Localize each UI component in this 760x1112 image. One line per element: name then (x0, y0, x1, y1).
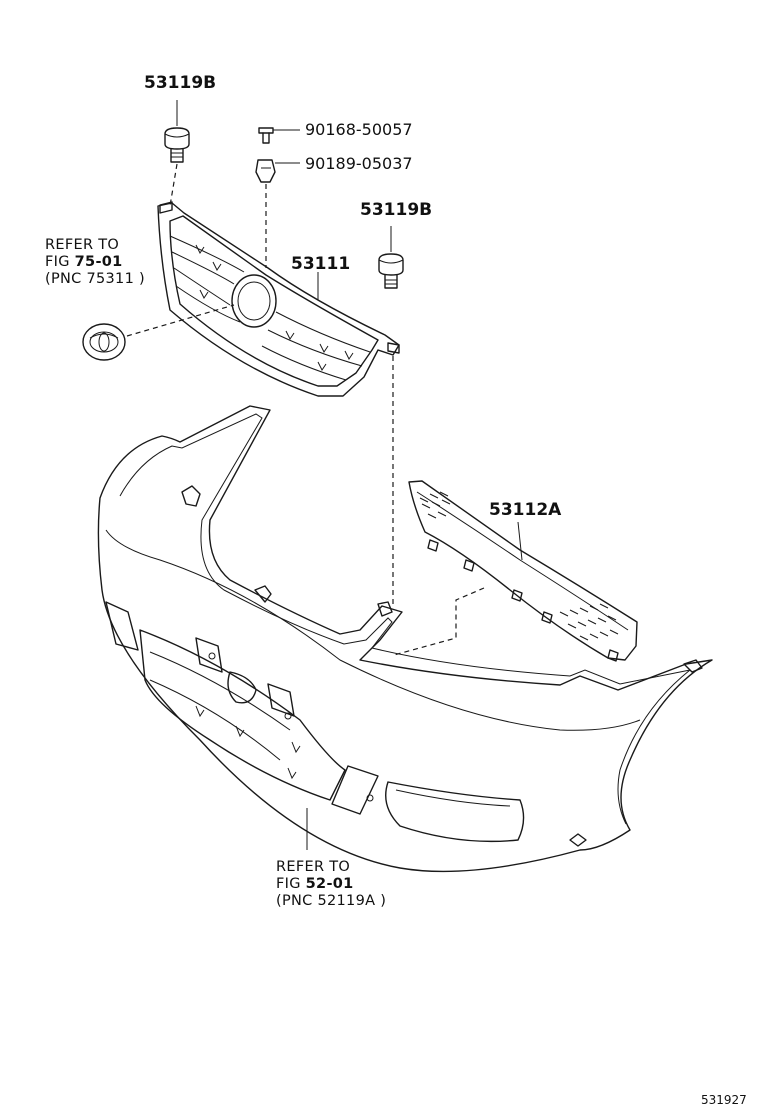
diagram-code: 531927 (701, 1093, 747, 1107)
ref-bumper-pnc: (PNC 52119A ) (276, 893, 387, 909)
ref-emblem-fig-number[interactable]: 75-01 (74, 254, 123, 270)
front-bumper-cover[interactable] (97, 405, 713, 873)
clip-53119b-upper[interactable] (164, 100, 190, 163)
leader-lower-grille (393, 587, 485, 656)
label-90189-05037: 90189-05037 (305, 154, 413, 173)
clip-53119b-right[interactable] (378, 226, 404, 289)
ref-emblem-fig-prefix: FIG (45, 254, 75, 270)
leader-clip-upper-left (169, 163, 178, 207)
nut-90189[interactable] (255, 159, 300, 183)
leader-emblem (126, 304, 235, 337)
label-90168-50057: 90168-50057 (305, 120, 413, 139)
ref-emblem-line1: REFER TO (45, 237, 120, 253)
ref-emblem-pnc: (PNC 75311 ) (45, 271, 145, 287)
label-53111: 53111 (291, 254, 351, 274)
lower-grille-53112a[interactable] (408, 480, 638, 662)
ref-bumper-fig-prefix: FIG (276, 876, 306, 892)
ref-emblem-fig: FIG 75-01 (45, 255, 123, 270)
radiator-grille-53111[interactable] (157, 201, 400, 397)
screw-90168[interactable] (258, 127, 300, 144)
ref-bumper-line1: REFER TO (276, 859, 351, 875)
label-53119b-upper: 53119B (144, 73, 217, 93)
ref-bumper-fig-number[interactable]: 52-01 (305, 876, 354, 892)
label-53119b-right: 53119B (360, 200, 433, 220)
emblem[interactable] (82, 323, 126, 361)
ref-bumper-fig: FIG 52-01 (276, 877, 354, 892)
label-53112a: 53112A (489, 500, 562, 520)
